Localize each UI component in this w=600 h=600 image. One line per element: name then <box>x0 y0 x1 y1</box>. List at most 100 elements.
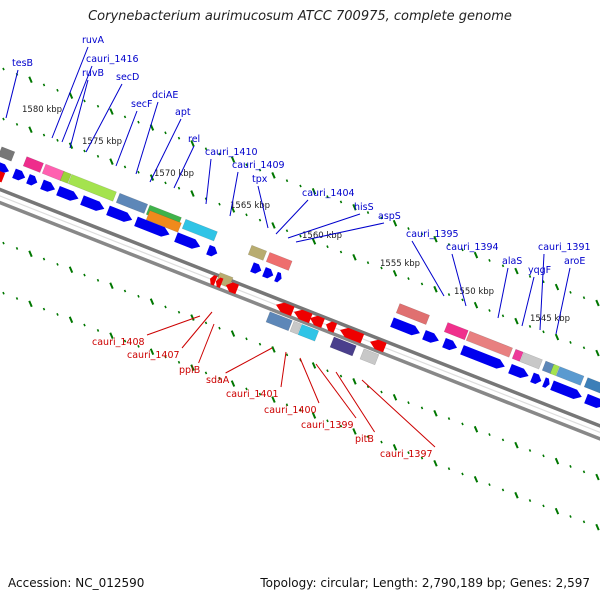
scale-tick <box>542 454 545 458</box>
scale-tick <box>68 266 74 274</box>
scale-tick <box>461 248 464 252</box>
kbp-marker-label: 1565 kbp <box>230 201 270 211</box>
kbp-marker-label: 1580 kbp <box>22 105 62 115</box>
forward-gene-box <box>115 192 149 214</box>
scale-tick <box>407 277 410 281</box>
reverse-gene-label: sdaA <box>206 375 230 386</box>
scale-tick <box>488 309 491 312</box>
reverse-label-leader <box>198 323 215 364</box>
scale-tick <box>230 380 236 387</box>
forward-gene-label: cauri_1416 <box>86 54 139 65</box>
forward-label-leader <box>173 145 195 189</box>
scale-tick <box>501 488 505 492</box>
scale-tick <box>109 158 114 165</box>
scale-tick <box>68 92 74 99</box>
scale-tick <box>582 346 586 350</box>
scale-tick <box>28 300 33 308</box>
scale-tick <box>83 99 86 103</box>
scale-tick <box>433 460 438 467</box>
scale-tick <box>177 186 181 190</box>
forward-label-leader <box>275 199 309 235</box>
scale-tick <box>352 428 357 435</box>
forward-label-leader <box>411 240 445 297</box>
scale-tick <box>433 235 438 243</box>
forward-gene-box <box>583 377 600 395</box>
reverse-gene-label: cauri_1397 <box>380 449 433 460</box>
forward-gene-arrow <box>584 393 600 408</box>
scale-tick <box>83 323 86 327</box>
scale-tick <box>190 190 195 197</box>
scale-tick <box>514 317 519 325</box>
reverse-gene-arrow <box>294 309 313 324</box>
reverse-gene-label: pitB <box>355 434 374 445</box>
scale-tick <box>83 273 86 277</box>
scale-tick <box>83 149 86 153</box>
scale-tick <box>473 425 479 433</box>
forward-gene-label: tpx <box>252 174 268 185</box>
scale-tick <box>258 342 262 346</box>
scale-tick <box>595 299 600 307</box>
scale-tick <box>164 355 167 359</box>
scale-tick <box>501 438 505 442</box>
forward-gene-box <box>549 363 560 377</box>
scale-tick <box>28 76 33 83</box>
scale-tick <box>514 491 519 499</box>
scale-tick <box>271 222 276 229</box>
forward-gene-label: aspS <box>378 211 401 222</box>
scale-tick <box>258 218 262 222</box>
forward-gene-arrow <box>106 205 133 222</box>
scale-tick <box>149 348 155 356</box>
forward-gene-label: dciAE <box>152 90 178 101</box>
scale-tick <box>514 441 519 449</box>
scale-tick <box>28 250 33 258</box>
reverse-label-leader <box>280 351 287 388</box>
kbp-marker-label: 1570 kbp <box>154 169 194 179</box>
forward-gene-arrow <box>12 168 26 181</box>
reverse-label-leader <box>315 363 357 419</box>
scale-tick <box>501 264 505 268</box>
forward-gene-box <box>465 330 513 358</box>
scale-tick <box>285 353 289 357</box>
scale-tick <box>366 211 370 215</box>
forward-gene-label: ruvA <box>82 35 105 46</box>
scale-tick <box>123 339 127 343</box>
forward-gene-arrow <box>550 380 582 399</box>
forward-gene-label: rel <box>188 134 200 145</box>
scale-tick <box>258 392 262 396</box>
forward-gene-arrow <box>134 216 170 237</box>
forward-gene-arrow <box>530 372 542 384</box>
forward-gene-arrow <box>274 271 282 283</box>
scale-tick <box>501 314 505 318</box>
scale-tick <box>582 296 586 300</box>
reverse-gene-arrow <box>216 277 224 288</box>
scale-tick <box>339 200 343 204</box>
forward-gene-box <box>0 146 16 162</box>
scale-tick <box>177 310 181 314</box>
reverse-gene-label: cauri_1408 <box>92 337 145 348</box>
forward-label-leader <box>229 171 239 217</box>
scale-tick <box>2 67 5 71</box>
scale-tick <box>392 393 398 401</box>
forward-gene-box <box>265 252 293 271</box>
scale-tick <box>56 313 59 316</box>
scale-tick <box>352 203 357 211</box>
scale-tick <box>488 483 491 487</box>
forward-gene-label: cauri_1404 <box>302 188 355 199</box>
scale-tick <box>311 412 317 419</box>
scale-tick <box>528 449 532 452</box>
forward-gene-arrow <box>206 245 218 257</box>
forward-gene-arrow <box>262 267 274 279</box>
scale-tick <box>595 523 600 531</box>
scale-tick <box>461 472 464 476</box>
scale-tick <box>177 360 181 364</box>
scale-tick <box>149 298 155 305</box>
scale-tick <box>230 156 236 163</box>
scale-tick <box>407 401 410 405</box>
scale-tick <box>447 293 451 296</box>
forward-gene-arrow <box>0 161 10 174</box>
scale-tick <box>352 253 357 261</box>
forward-gene-label: secF <box>131 99 152 110</box>
scale-tick <box>285 403 289 407</box>
scale-tick <box>56 262 59 266</box>
kbp-marker-label: 1550 kbp <box>454 287 494 297</box>
